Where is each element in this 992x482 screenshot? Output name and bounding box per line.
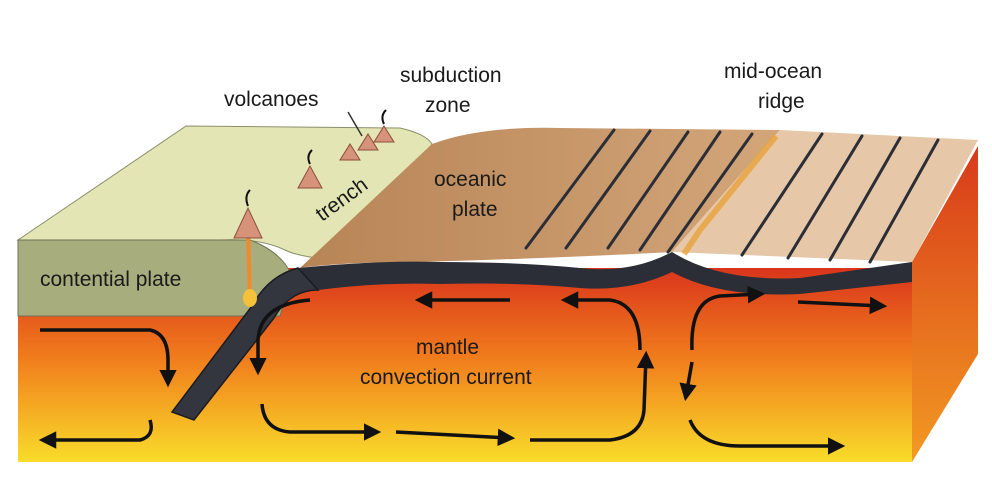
oceanic-plate-edge [298, 252, 912, 295]
arrow-left-top [40, 328, 177, 388]
label-continental-plate: contential plate [40, 268, 181, 291]
arrow-bottom-mid [395, 428, 516, 447]
magma-blob [243, 289, 257, 307]
magma-conduit [246, 227, 252, 301]
arrow-right-bottom [688, 419, 846, 455]
label-volcanoes: volcanoes [224, 88, 319, 111]
label-mantle-1: mantle [416, 336, 479, 359]
volcano-plumes [245, 109, 387, 207]
block-side-face [912, 146, 978, 462]
label-oceanic-plate-1: oceanic [434, 168, 506, 191]
magnetic-stripes [524, 128, 940, 264]
arrow-inner-bottom [260, 403, 382, 441]
arrow-inner-left [249, 298, 311, 376]
volcano-cones [233, 125, 395, 239]
label-subduction-zone-1: subduction [400, 64, 502, 87]
oceanic-plate-top [300, 127, 780, 268]
label-mid-ocean-ridge-2: ridge [758, 90, 805, 113]
convection-arrows [38, 285, 888, 455]
volcanoes-pointer [347, 111, 363, 137]
ridge-rift [681, 134, 779, 256]
label-mantle-2: convection current [360, 366, 532, 389]
label-subduction-zone-2: zone [425, 94, 471, 117]
arrow-right-top [797, 296, 888, 315]
label-oceanic-plate-2: plate [452, 198, 498, 221]
arrow-left-bottom [38, 419, 153, 449]
arrow-right-loop-top [690, 285, 766, 351]
arrow-bottom-right [530, 350, 655, 442]
arrow-up-mid [560, 291, 642, 351]
label-mid-ocean-ridge-1: mid-ocean [724, 60, 822, 83]
arrow-right-down [679, 361, 697, 402]
